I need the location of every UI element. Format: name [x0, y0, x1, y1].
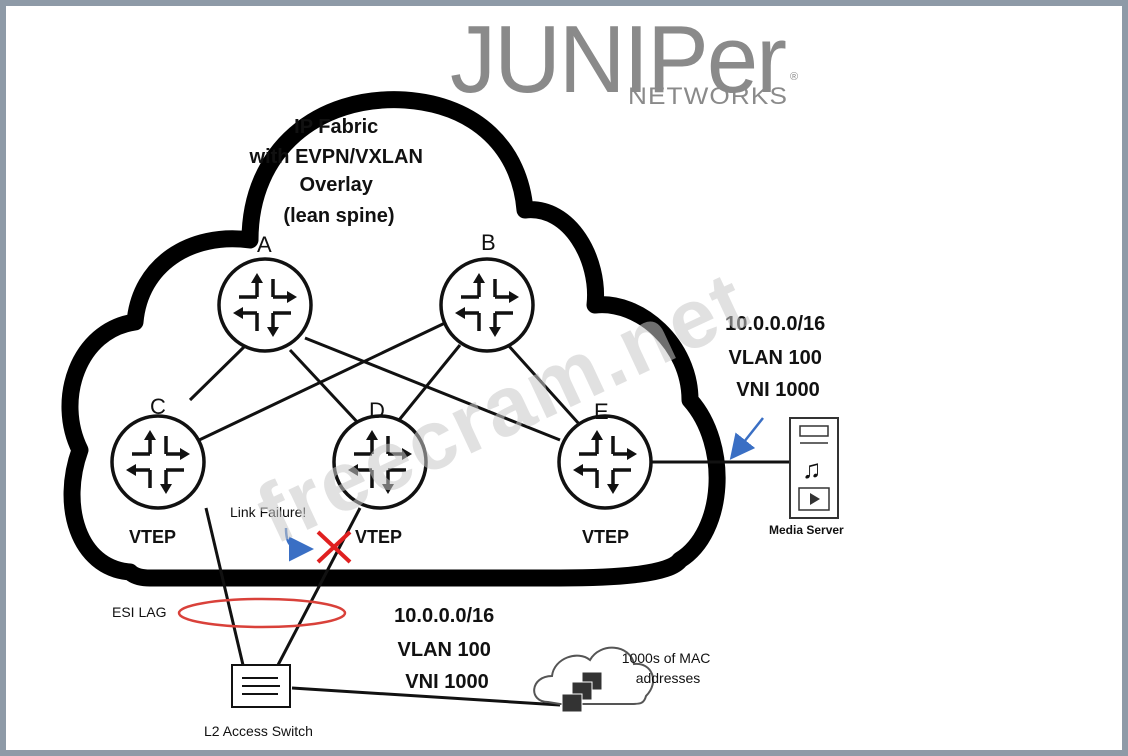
switch-icon: [231, 664, 291, 708]
link-b-e: [506, 343, 582, 427]
link-a-d: [288, 348, 362, 427]
link-b-d: [393, 344, 462, 426]
access-info-vni: VNI 1000: [405, 671, 488, 693]
link-failure-x-icon: [316, 530, 352, 564]
logo-sub: NETWORKS: [628, 83, 788, 110]
mac-boxes-icon: [561, 671, 603, 713]
juniper-logo: JUNIPer ® NETWORKS: [450, 6, 798, 113]
access-info-subnet: 10.0.0.0/16: [394, 605, 494, 627]
server-info-vlan: VLAN 100: [729, 347, 822, 369]
router-a-icon: [217, 257, 313, 353]
server-info: 10.0.0.0/16 VLAN 100 VNI 1000: [725, 313, 831, 401]
link-a-c: [188, 344, 247, 402]
router-b-icon: [439, 257, 535, 353]
ip-fabric-cloud: [61, 91, 726, 587]
mac-cloud-label-2: addresses: [636, 670, 701, 686]
node-e-label: E: [594, 399, 609, 424]
play-icon: [810, 493, 820, 505]
media-server-icon: ♫: [789, 417, 839, 519]
link-b-c: [194, 321, 446, 444]
cloud-title-line-2: with EVPN/VXLAN: [249, 146, 423, 168]
node-a-label: A: [257, 232, 272, 257]
node-d-label: D: [369, 398, 385, 423]
esi-lag-ellipse: [177, 597, 347, 629]
esi-lag-label: ESI LAG: [112, 604, 166, 620]
link-failure-label: Link Failure!: [230, 504, 306, 520]
server-info-arrow-icon: [729, 417, 764, 460]
access-info: 10.0.0.0/16 VLAN 100 VNI 1000: [394, 605, 500, 693]
link-a-e: [304, 336, 561, 442]
cloud-title: IP Fabric with EVPN/VXLAN Overlay (lean …: [249, 116, 429, 227]
server-info-vni: VNI 1000: [736, 379, 819, 401]
node-c-label: C: [150, 394, 166, 419]
access-info-vlan: VLAN 100: [398, 639, 491, 661]
media-server-label: Media Server: [769, 523, 844, 537]
vtep-d-label: VTEP: [355, 527, 402, 547]
mac-cloud-label: 1000s of MAC addresses: [622, 650, 715, 686]
server-info-subnet: 10.0.0.0/16: [725, 313, 825, 335]
logo-mark: ®: [790, 71, 798, 83]
cloud-title-line-4: (lean spine): [283, 205, 394, 227]
link-c-switch: [204, 507, 245, 666]
mac-cloud-label-1: 1000s of MAC: [622, 650, 711, 666]
router-e-icon: [557, 414, 653, 510]
link-switch-maccloud: [291, 686, 561, 707]
cloud-title-line-3: Overlay: [300, 174, 374, 196]
node-b-label: B: [481, 230, 496, 255]
cloud-title-line-1: IP Fabric: [294, 116, 378, 138]
vtep-e-label: VTEP: [582, 527, 629, 547]
switch-label: L2 Access Switch: [204, 723, 313, 739]
link-failure-arrow-icon: [284, 527, 314, 562]
logo-brand: JUNIPer: [450, 6, 786, 113]
router-c-icon: [110, 414, 206, 510]
vtep-c-label: VTEP: [129, 527, 176, 547]
music-note-icon: ♫: [802, 454, 822, 484]
